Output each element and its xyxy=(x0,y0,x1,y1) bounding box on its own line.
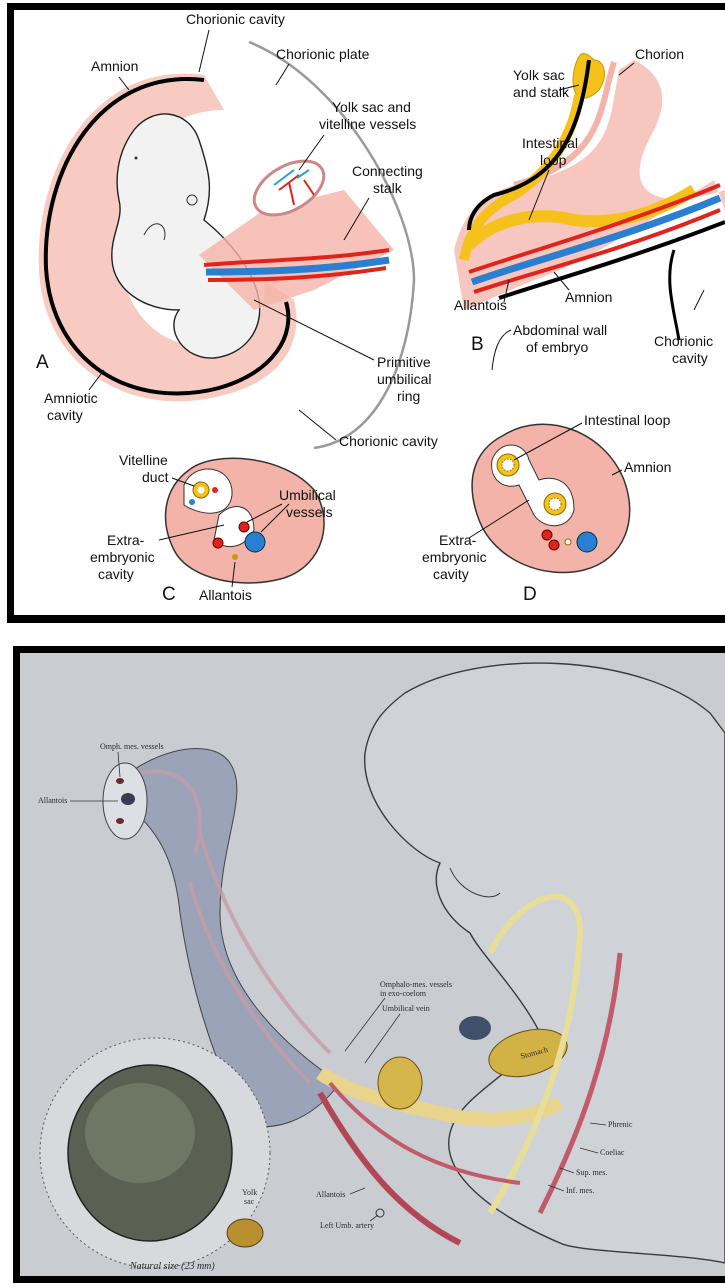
cord-c-allantois xyxy=(232,554,238,560)
cord-end-vessel-3 xyxy=(116,818,124,824)
cord-c-artery-1 xyxy=(239,522,249,532)
label-extra-embryonic-d-2: embryonic xyxy=(422,549,487,565)
label-extra-embryonic-d-1: Extra- xyxy=(439,532,477,548)
label-chorionic-cavity-bottom: Chorionic cavity xyxy=(339,433,438,449)
label-umbilical-vessels-1: Umbilical xyxy=(279,487,336,503)
cord-end-vessel-2 xyxy=(121,793,135,805)
embryo-diagram: A Chorionic cavity Amnion Chorionic plat… xyxy=(14,10,725,615)
panel-c-letter: C xyxy=(162,584,176,605)
liver-vessel xyxy=(459,1016,491,1040)
label-omphalo-mes-2: in exo-coelom xyxy=(380,989,427,998)
label-chorionic-plate: Chorionic plate xyxy=(276,46,370,62)
top-figure-frame: A Chorionic cavity Amnion Chorionic plat… xyxy=(7,3,725,623)
label-yolk-sac-2: sac xyxy=(244,1197,255,1206)
cord-d-artery-2 xyxy=(549,540,559,550)
label-yolk-sac-stalk-2: and stalk xyxy=(513,84,570,100)
panel-b-drawing: B Chorion Yolk sac and stalk Intestinal … xyxy=(454,46,725,370)
panel-b-chorionic-wall xyxy=(670,250,679,340)
label-amnion-d: Amnion xyxy=(624,459,671,475)
label-chorionic-cavity-top: Chorionic cavity xyxy=(186,11,285,27)
panel-c-drawing: C Vitelline duct Umbilical vessels Extra… xyxy=(90,452,336,605)
leader-allantois-bottom xyxy=(350,1188,365,1194)
label-chorionic-cavity-b-1: Chorionic xyxy=(654,333,713,349)
label-vitelline-duct-1: Vitelline xyxy=(119,452,168,468)
panel-b-letter: B xyxy=(471,334,484,355)
label-intestinal-loop-b-1: Intestinal xyxy=(522,135,578,151)
label-umbilical-vein: Umbilical vein xyxy=(382,1004,430,1013)
label-intestinal-loop-d: Intestinal loop xyxy=(584,412,671,428)
cord-c-vitelline-lumen xyxy=(198,487,205,494)
umbilical-cord-illustration: Stomach Omph. mes. vessels Allantois Omp… xyxy=(20,653,725,1276)
cord-d-allantois xyxy=(565,539,571,545)
label-extra-embryonic-c-2: embryonic xyxy=(90,549,155,565)
label-amniotic-cavity-2: cavity xyxy=(47,407,83,423)
cord-c-vein xyxy=(245,532,265,552)
embryo-outline xyxy=(365,663,725,1263)
panel-d-drawing: D Intestinal loop Amnion Extra- embryoni… xyxy=(422,412,671,605)
label-abdominal-wall-2: of embryo xyxy=(526,339,588,355)
label-allantois-c: Allantois xyxy=(199,587,252,603)
label-connecting-stalk-2: stalk xyxy=(373,180,403,196)
panel-a-drawing: A Chorionic cavity Amnion Chorionic plat… xyxy=(36,11,438,449)
label-amniotic-cavity-1: Amniotic xyxy=(44,390,98,406)
label-extra-embryonic-c-3: cavity xyxy=(98,566,134,582)
cord-d-vein xyxy=(577,532,597,552)
cord-c-artery-2 xyxy=(213,538,223,548)
cord-d-artery-1 xyxy=(542,530,552,540)
label-chorionic-cavity-b-2: cavity xyxy=(672,350,708,366)
label-allantois-b: Allantois xyxy=(454,297,507,313)
leader-umbilical-vein xyxy=(365,1014,400,1063)
label-phrenic: Phrenic xyxy=(608,1120,633,1129)
leader-left-umb-artery xyxy=(370,1215,378,1221)
label-coeliac: Coeliac xyxy=(600,1148,625,1157)
label-extra-embryonic-c-1: Extra- xyxy=(107,532,145,548)
label-abdominal-wall-1: Abdominal wall xyxy=(513,322,607,338)
label-natural-size: Natural size (23 mm) xyxy=(129,1261,215,1272)
label-yolk-sac-vessels-1: Yolk sac and xyxy=(332,99,411,115)
label-omphalo-mes-1: Omphalo-mes. vessels xyxy=(380,980,452,989)
label-intestinal-loop-b-2: loop xyxy=(540,152,567,168)
cord-d-loop-2-lumen xyxy=(549,498,561,510)
cord-c-vitelline-vein xyxy=(189,499,195,505)
label-primitive-ring-3: ring xyxy=(397,388,420,404)
leader-chorionic-cavity-b xyxy=(694,290,704,310)
leader-amnion xyxy=(119,77,129,90)
label-extra-embryonic-d-3: cavity xyxy=(433,566,469,582)
label-sup-mes: Sup. mes. xyxy=(576,1168,607,1177)
label-primitive-ring-2: umbilical xyxy=(377,371,431,387)
label-yolk-sac-stalk-1: Yolk sac xyxy=(513,67,565,83)
cord-d-loop-1-lumen xyxy=(502,459,514,471)
bottom-figure-frame: Stomach Omph. mes. vessels Allantois Omp… xyxy=(13,646,725,1283)
cord-end-vessel-1 xyxy=(116,778,124,784)
leader-chorionic-cavity-bottom xyxy=(299,410,336,440)
bottom-figure-canvas: Stomach Omph. mes. vessels Allantois Omp… xyxy=(20,653,725,1276)
label-allantois-bottom: Allantois xyxy=(316,1190,345,1199)
panel-d-letter: D xyxy=(523,584,537,605)
label-chorion: Chorion xyxy=(635,46,684,62)
label-left-umb-artery: Left Umb. artery xyxy=(320,1221,374,1230)
top-figure-canvas: A Chorionic cavity Amnion Chorionic plat… xyxy=(14,10,725,615)
cord-c-vitelline-artery xyxy=(212,487,218,493)
embryo-ear xyxy=(135,157,138,160)
label-primitive-ring-1: Primitive xyxy=(377,354,431,370)
label-omph-mes-vessels: Omph. mes. vessels xyxy=(100,742,164,751)
label-allantois-top: Allantois xyxy=(38,796,67,805)
label-connecting-stalk-1: Connecting xyxy=(352,163,423,179)
label-amnion: Amnion xyxy=(91,58,138,74)
label-inf-mes: Inf. mes. xyxy=(566,1186,594,1195)
label-yolk-sac-vessels-2: vitelline vessels xyxy=(319,116,416,132)
label-amnion-b: Amnion xyxy=(565,289,612,305)
amniotic-sac-highlight xyxy=(85,1083,195,1183)
leader-chorionic-cavity-top xyxy=(199,30,209,72)
panel-a-letter: A xyxy=(36,352,49,373)
leader-abdominal-wall xyxy=(492,330,511,370)
gut-herniated xyxy=(378,1057,422,1109)
label-umbilical-vessels-2: vessels xyxy=(286,504,333,520)
leader-chorionic-plate xyxy=(276,64,289,85)
label-yolk-sac-1: Yolk xyxy=(242,1188,257,1197)
yolk-sac xyxy=(227,1219,263,1247)
label-vitelline-duct-2: duct xyxy=(142,469,169,485)
